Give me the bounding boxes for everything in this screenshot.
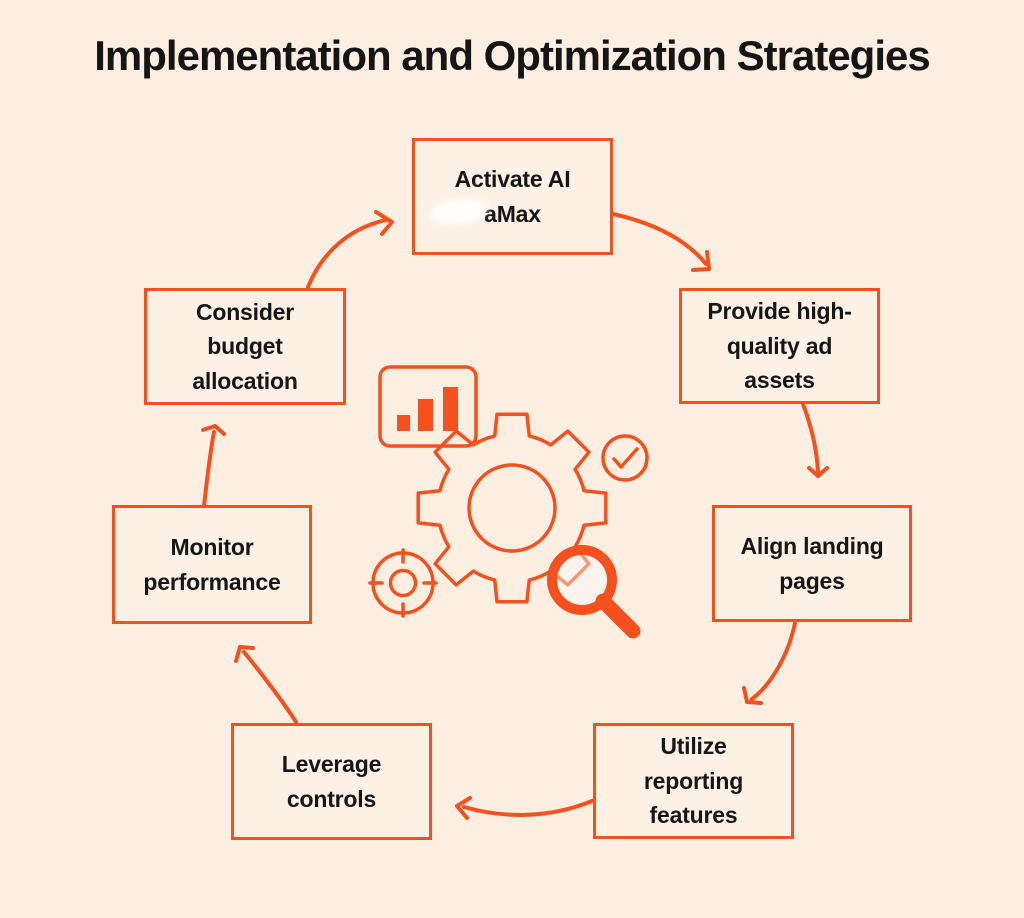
step-box-utilize-reporting: Utilize reporting features: [593, 723, 794, 839]
step-label: Consider budget allocation: [192, 298, 298, 394]
arrow-monitor-to-budget: [201, 424, 226, 508]
arrow-controls-to-monitor: [234, 645, 298, 724]
gear-icon: [416, 412, 608, 604]
page-title: Implementation and Optimization Strategi…: [94, 32, 930, 79]
target-icon: [368, 548, 438, 618]
step-box-leverage-controls: Leverage controls: [231, 723, 432, 840]
step-label: Provide high- quality ad assets: [707, 298, 852, 394]
arrow-assets-to-landing: [801, 402, 829, 478]
step-box-activate-ai-amax: Activate AI aMax: [412, 138, 613, 255]
step-label: Utilize reporting features: [643, 733, 744, 829]
step-box-align-landing-pages: Align landing pages: [712, 505, 912, 622]
bar-chart-icon: [378, 365, 478, 448]
step-label: Leverage controls: [281, 751, 382, 812]
arrow-reporting-to-controls: [455, 796, 594, 820]
step-label: Align landing pages: [740, 533, 884, 594]
arrow-landing-to-reporting: [742, 621, 797, 705]
step-box-provide-ad-assets: Provide high- quality ad assets: [679, 288, 880, 404]
arrow-activate-to-assets: [611, 212, 711, 272]
step-label: Monitor performance: [143, 534, 281, 595]
step-box-monitor-performance: Monitor performance: [112, 505, 312, 624]
check-circle-icon: [601, 434, 649, 482]
arrow-budget-to-activate: [306, 210, 394, 289]
step-label: Activate AI aMax: [454, 166, 571, 227]
magnifier-icon: [547, 545, 641, 639]
step-box-consider-budget: Consider budget allocation: [144, 288, 346, 405]
